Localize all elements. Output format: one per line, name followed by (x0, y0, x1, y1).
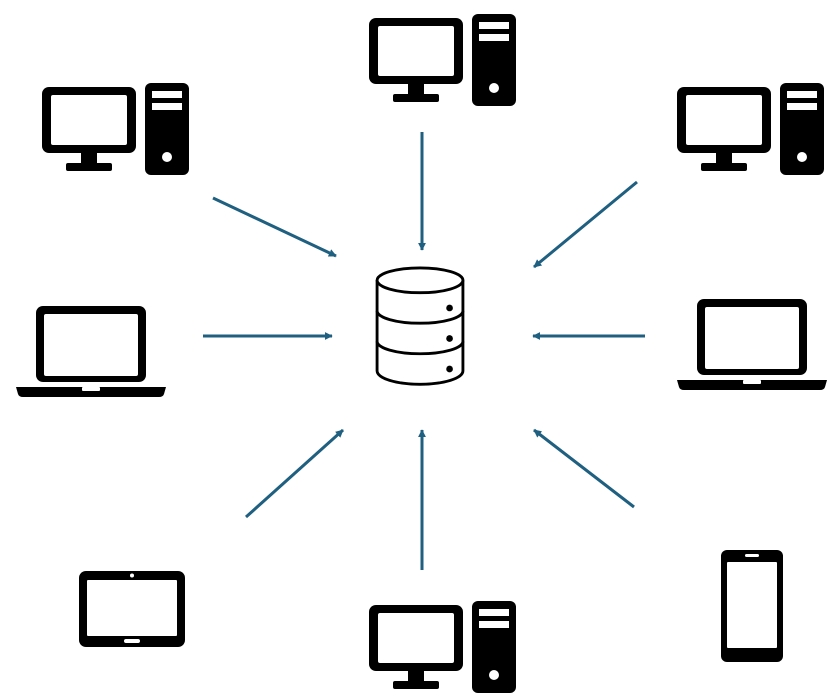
desktop-computer-icon (369, 601, 516, 693)
connection-arrow-bottom-right (533, 428, 635, 509)
connection-arrow-bottom-left (244, 428, 345, 519)
laptop-icon (16, 306, 166, 397)
connections (203, 132, 645, 570)
tablet-icon (79, 571, 185, 647)
desktop-computer-icon (677, 83, 824, 175)
desktop-computer-icon (42, 83, 189, 175)
connection-arrow-top-left (212, 196, 337, 258)
smartphone-icon (721, 550, 783, 662)
connection-arrow-top-right (533, 180, 638, 269)
desktop-computer-icon (369, 14, 516, 106)
database-server-icon (375, 266, 465, 386)
laptop-icon (677, 299, 827, 390)
